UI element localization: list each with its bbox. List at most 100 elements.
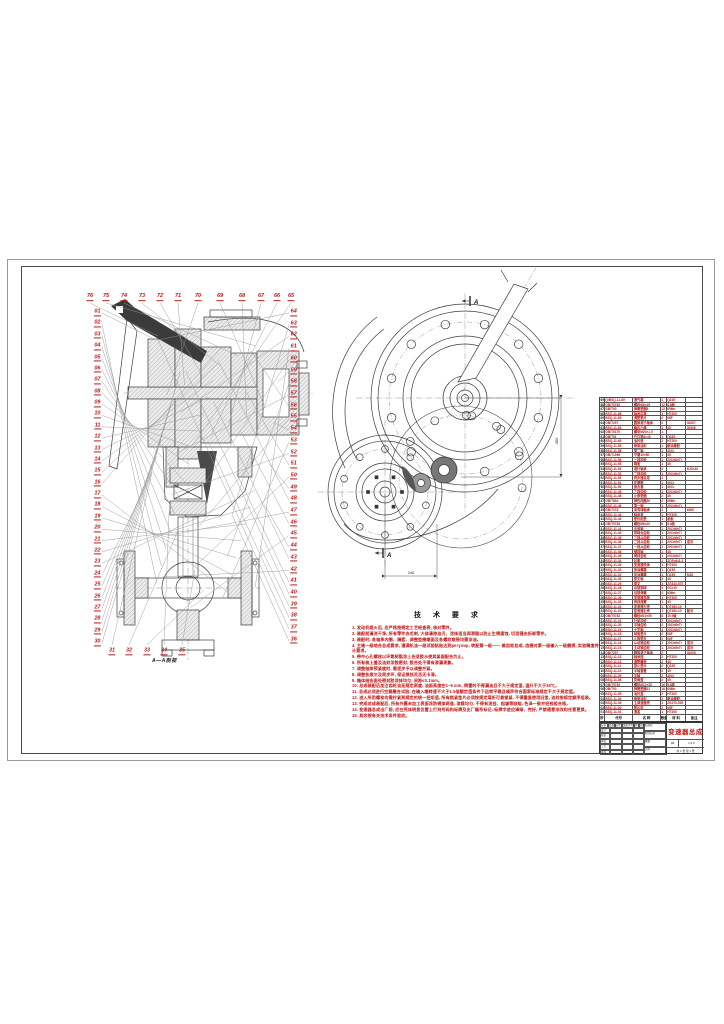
bom-cell — [686, 517, 702, 521]
tech-item: 10. 总成装配后加注齿轮油至规定高度, 油面高度在1~6 mm, 倒置时不得漏… — [352, 683, 560, 689]
bom-cell: 隔套 — [633, 462, 661, 466]
callout-number: 23 — [93, 558, 101, 567]
bom-cell: GB/T276 — [605, 508, 634, 512]
bom-cell — [686, 416, 702, 420]
bom-cell: 螺栓M12×35 — [633, 682, 661, 687]
callout-number: 40 — [290, 589, 298, 597]
callout-number: 29 — [93, 627, 101, 635]
bom-cell: 03 — [600, 701, 605, 705]
bom-cell: 6 — [661, 522, 667, 526]
bom-cell: BSQ-11-38 — [605, 540, 634, 544]
bom-cell: 3 — [661, 577, 667, 581]
bom-cell: 21 — [600, 618, 605, 623]
callout-number: 25 — [93, 581, 101, 590]
title-block-cell: 分区 — [615, 723, 622, 728]
callout-number: 41 — [290, 577, 298, 586]
bom-cell: 拨叉轴 — [633, 577, 661, 581]
bom-cell: 材 料 — [667, 714, 687, 721]
title-block-cell — [622, 738, 633, 745]
tech-item: 15. 其余按有关技术条件验收。 — [352, 712, 410, 718]
callout-number: 22 — [93, 547, 101, 555]
title-block-cell: 更改文件号 — [622, 723, 634, 728]
bom-cell: 1 — [661, 503, 667, 508]
title-block-cell — [633, 733, 644, 739]
title-block-cell: 比例 — [644, 747, 666, 755]
bom-cell — [686, 481, 702, 485]
bom-cell — [667, 430, 687, 434]
bom-cell: 1 — [661, 471, 667, 476]
bom-cell: 纸板 — [667, 517, 687, 522]
callout-number: 49 — [290, 484, 298, 492]
callout-number: 33 — [143, 647, 151, 655]
callout-number: 01 — [93, 308, 101, 316]
bom-cell — [686, 531, 702, 535]
callout-number: 54 — [290, 425, 298, 434]
bom-cell: 轴承座 — [633, 655, 661, 659]
bom-cell: BSQ-11-51 — [605, 480, 634, 485]
bom-cell: 47 — [600, 499, 605, 503]
bom-cell: 半轴 — [633, 673, 661, 678]
bom-cell: BSQ-11-35 — [605, 554, 634, 558]
bom-cell: BSQ-11-11 — [605, 664, 634, 669]
bom-cell: 2 — [661, 678, 667, 682]
bom-cell: BSQ-11-63 — [605, 425, 634, 430]
callout-number: 17 — [93, 490, 101, 499]
bom-cell: 2 — [661, 494, 667, 499]
bom-cell: 19 — [600, 627, 605, 632]
bom-cell: 20CrMnTi — [667, 526, 687, 531]
bom-cell: 20CrMnTi — [667, 535, 687, 540]
bom-cell: BSQ-11-03 — [605, 701, 634, 705]
bom-cell: 倒挡齿轮 — [633, 554, 661, 558]
bom-cell: 2 — [661, 655, 667, 659]
title-block-cell — [610, 728, 622, 734]
callout-number: 26 — [93, 592, 101, 601]
drawing-title: 变速器总成 — [666, 723, 704, 739]
bom-cell: 2 — [661, 623, 667, 627]
bom-cell: GB/T91 — [605, 434, 634, 439]
bom-cell: 1 — [661, 535, 667, 540]
bom-cell: BSQ-11-49 — [605, 489, 634, 494]
bom-cell: 61 — [600, 434, 605, 439]
bom-cell: 13 — [600, 655, 605, 659]
bom-cell: 33 — [600, 563, 605, 567]
bom-cell: Q235 — [667, 434, 687, 439]
title-block-cell — [622, 728, 633, 734]
bom-cell: HT200 — [667, 595, 687, 600]
bom-cell — [667, 466, 687, 471]
bom-cell — [686, 577, 702, 581]
bom-cell: 50 — [600, 485, 605, 489]
bom-cell — [686, 619, 702, 623]
bom-cell: 45 — [667, 494, 687, 499]
bom-cell: 衬套 — [633, 558, 661, 563]
bom-cell: 螺栓M8×20 — [633, 522, 661, 526]
bom-cell: 油封座 — [633, 439, 661, 443]
bom-cell: 2 — [661, 636, 667, 641]
bom-cell: BSQ-11-28 — [605, 586, 634, 590]
bom-cell: HT200 — [667, 512, 687, 517]
bom-cell: 69 — [600, 398, 605, 402]
bom-cell: 1 — [661, 480, 667, 485]
bom-cell: Q235 — [667, 664, 687, 669]
title-block-cell — [622, 744, 633, 750]
bom-cell — [686, 678, 702, 682]
bom-cell — [686, 458, 702, 462]
title-block-cell — [622, 749, 633, 755]
bom-cell: 64 — [600, 420, 605, 425]
bom-cell: 26 — [600, 595, 605, 600]
callout-number: 10 — [93, 410, 101, 419]
bom-cell — [686, 545, 702, 549]
bom-cell: 1 — [661, 512, 667, 517]
callout-number: 70 — [194, 293, 202, 301]
bom-cell: 2 — [661, 659, 667, 664]
bom-cell: 56 — [600, 457, 605, 462]
bom-cell: 08F — [667, 632, 687, 636]
bom-cell: 备注 — [690, 715, 698, 720]
